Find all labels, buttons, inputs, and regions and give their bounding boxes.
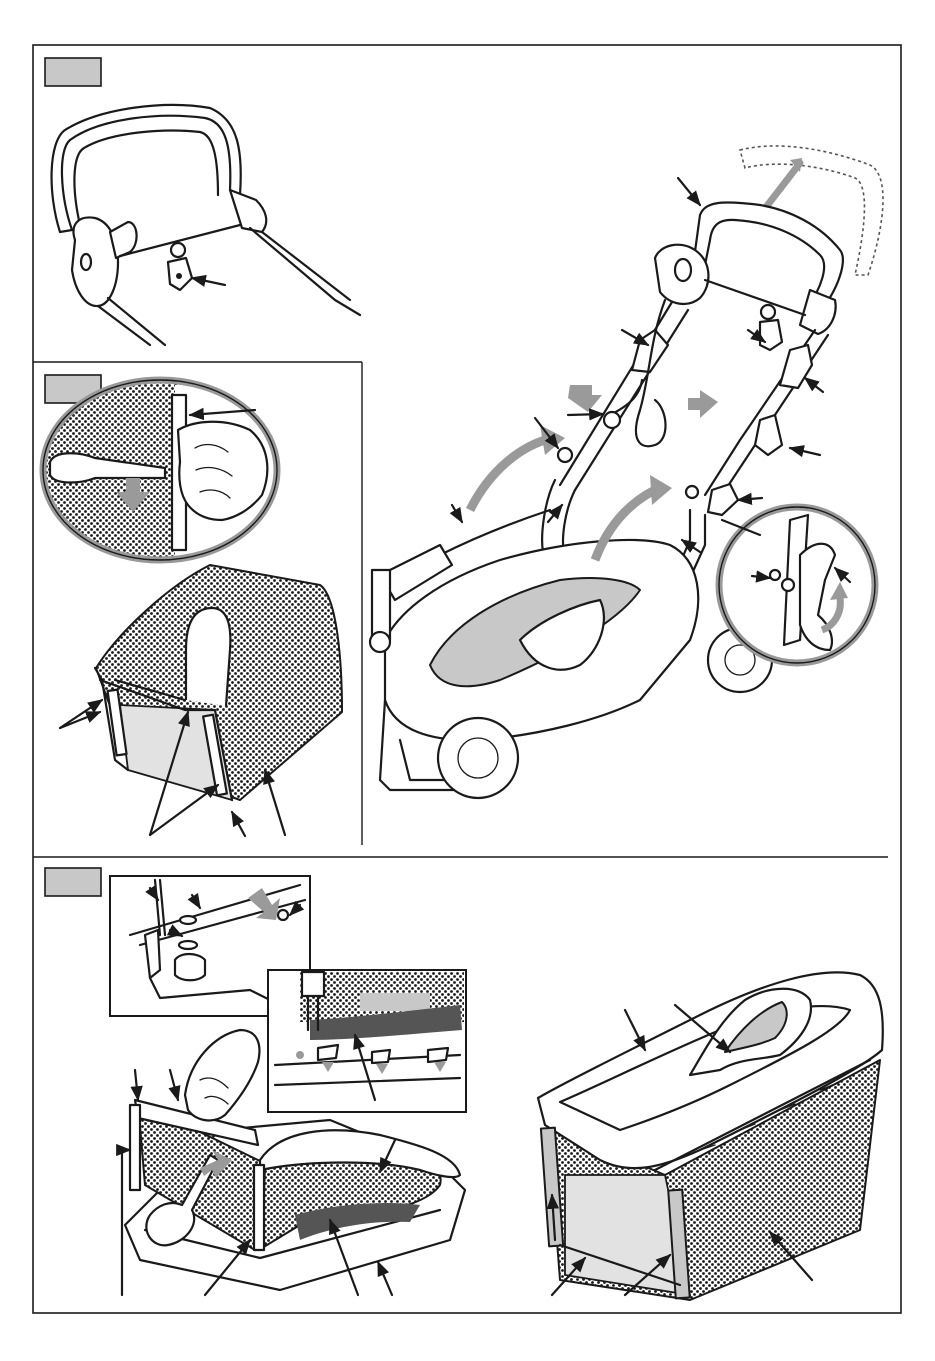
handle-bar-icon bbox=[52, 105, 360, 345]
assembled-catcher-icon bbox=[538, 972, 883, 1300]
panel-3-label-box bbox=[45, 868, 101, 896]
grass-catcher-mesh-icon bbox=[60, 565, 342, 836]
panel-1-label-box bbox=[45, 58, 101, 86]
mesh-closeup-icon bbox=[43, 380, 277, 560]
callout-clip bbox=[192, 278, 225, 285]
mesh-clip-inset-icon bbox=[268, 970, 466, 1112]
lawnmower-icon bbox=[370, 146, 883, 798]
quick-release-lever-icon bbox=[719, 507, 875, 663]
